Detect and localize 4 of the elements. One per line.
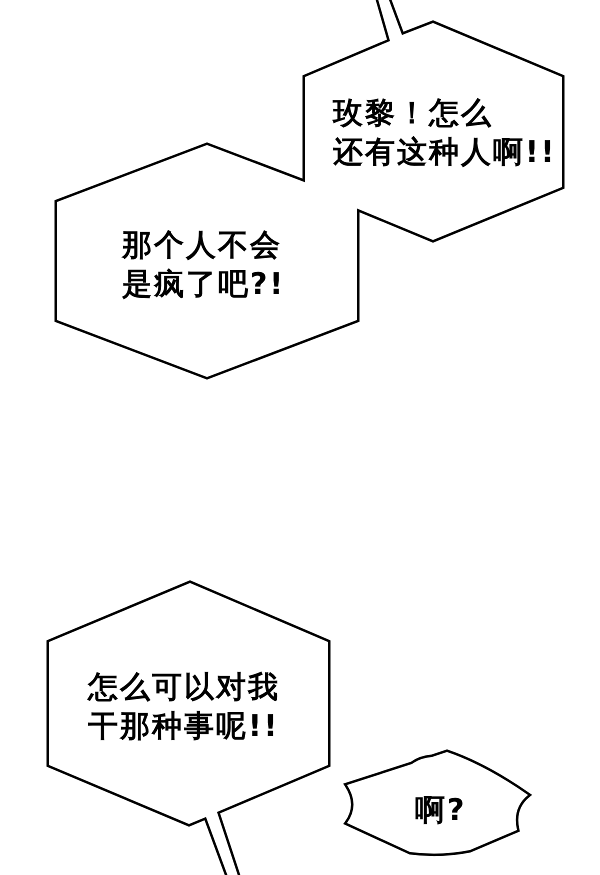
- speech-text: 那个人不会是疯了吧?!: [122, 227, 286, 304]
- speech-text: 啊?: [415, 792, 466, 830]
- speech-text: 玫黎！怎么还有这种人啊!!: [333, 95, 556, 172]
- speech-text: 怎么可以对我干那种事呢!!: [88, 669, 280, 746]
